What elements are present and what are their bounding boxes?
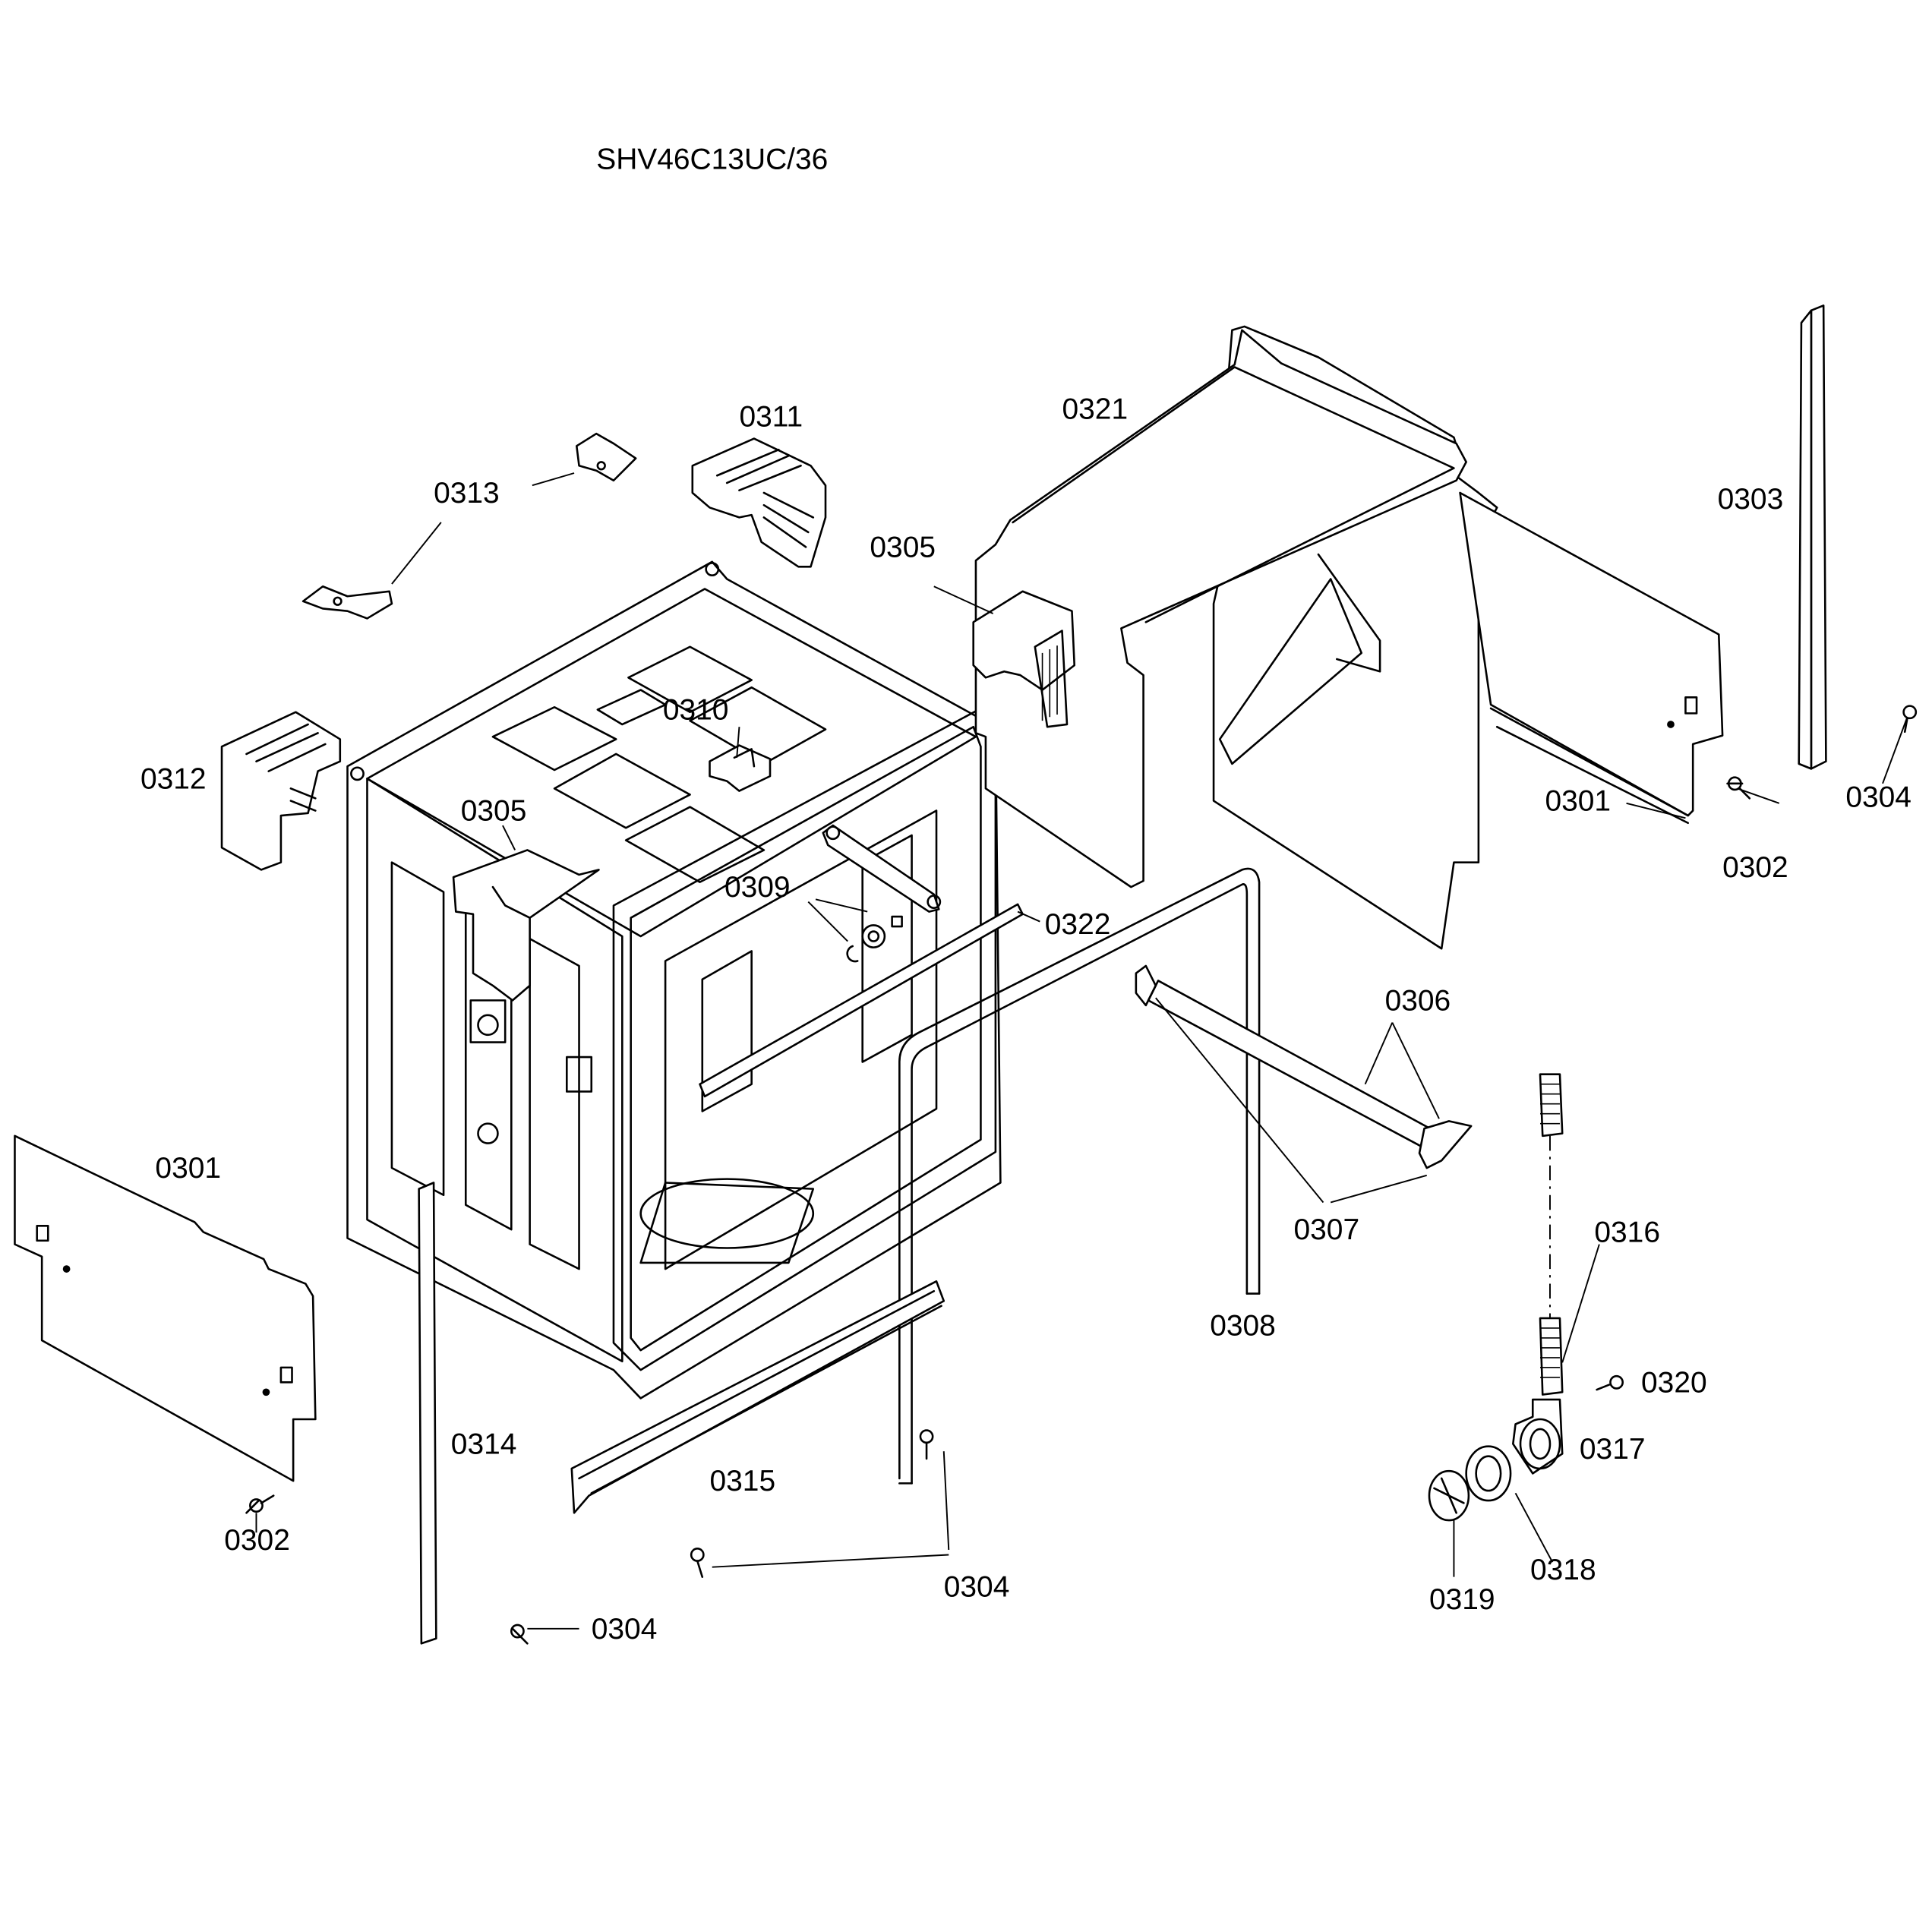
label-0314: 0314 [451,1428,517,1460]
base-rail-0315 [570,1280,945,1514]
part-labels: 0311 0313 0321 0305 0303 0310 0312 0301 … [140,393,1911,1646]
cap-0319 [1428,1469,1470,1522]
label-0316: 0316 [1594,1216,1660,1248]
bracket-0313-upper [575,432,637,482]
label-0313: 0313 [434,477,500,510]
label-0311: 0311 [739,400,803,433]
side-panel-right [1459,491,1724,825]
leader-lines [255,472,1908,1630]
label-0304-right: 0304 [1845,781,1911,814]
screw-0304-bottom-a [919,1429,934,1460]
label-0308: 0308 [1210,1310,1276,1343]
screw-0320 [1596,1374,1624,1391]
screw-0304-bottom-c [510,1624,529,1645]
label-0302-right: 0302 [1722,851,1788,884]
mount-block-0312 [220,711,342,871]
screw-0304-bottom-b [690,1548,705,1578]
screw-0304-right [1902,705,1918,734]
label-0302-left: 0302 [224,1524,290,1557]
label-0305-upper: 0305 [870,531,936,563]
label-0306: 0306 [1385,984,1451,1017]
label-0301-left: 0301 [155,1152,221,1185]
nut-0318 [1465,1445,1512,1502]
label-0318: 0318 [1530,1554,1596,1586]
screw-0302-left [245,1494,275,1514]
label-0304-bottom: 0304 [944,1571,1010,1604]
bracket-0313-lower [301,585,393,620]
label-0310: 0310 [663,693,729,726]
model-number-title: SHV46C13UC/36 [596,143,828,175]
label-0301-right: 0301 [1545,785,1611,818]
label-0322: 0322 [1045,908,1111,941]
door-seal-0308 [898,867,1261,1485]
label-0321: 0321 [1062,393,1129,426]
insulation-cover-0321 [974,325,1498,950]
bracket-0305-lower [452,849,600,1002]
hose-0316 [1539,1073,1564,1396]
label-0317: 0317 [1580,1433,1646,1466]
label-0303: 0303 [1718,483,1784,516]
label-0309: 0309 [724,871,791,904]
screw-0302-right [1726,776,1751,800]
hinge-link-0309 [822,824,942,963]
hose-fitting-0317 [1512,1398,1564,1475]
side-panel-left [14,1134,317,1482]
label-0320: 0320 [1641,1366,1707,1399]
edge-strip-0303 [1798,305,1827,770]
label-0312: 0312 [140,762,207,795]
label-0304-lower: 0304 [592,1613,658,1646]
label-0305-lower: 0305 [461,795,527,828]
seal-strip-0314 [418,1182,437,1645]
label-0315: 0315 [710,1465,776,1497]
bracket-0305-upper [972,590,1076,728]
label-0307: 0307 [1294,1213,1360,1246]
mount-block-0311 [691,437,827,568]
label-0319: 0319 [1429,1583,1495,1616]
latch-bar-0306 [1135,964,1473,1169]
clip-0310 [709,744,772,792]
